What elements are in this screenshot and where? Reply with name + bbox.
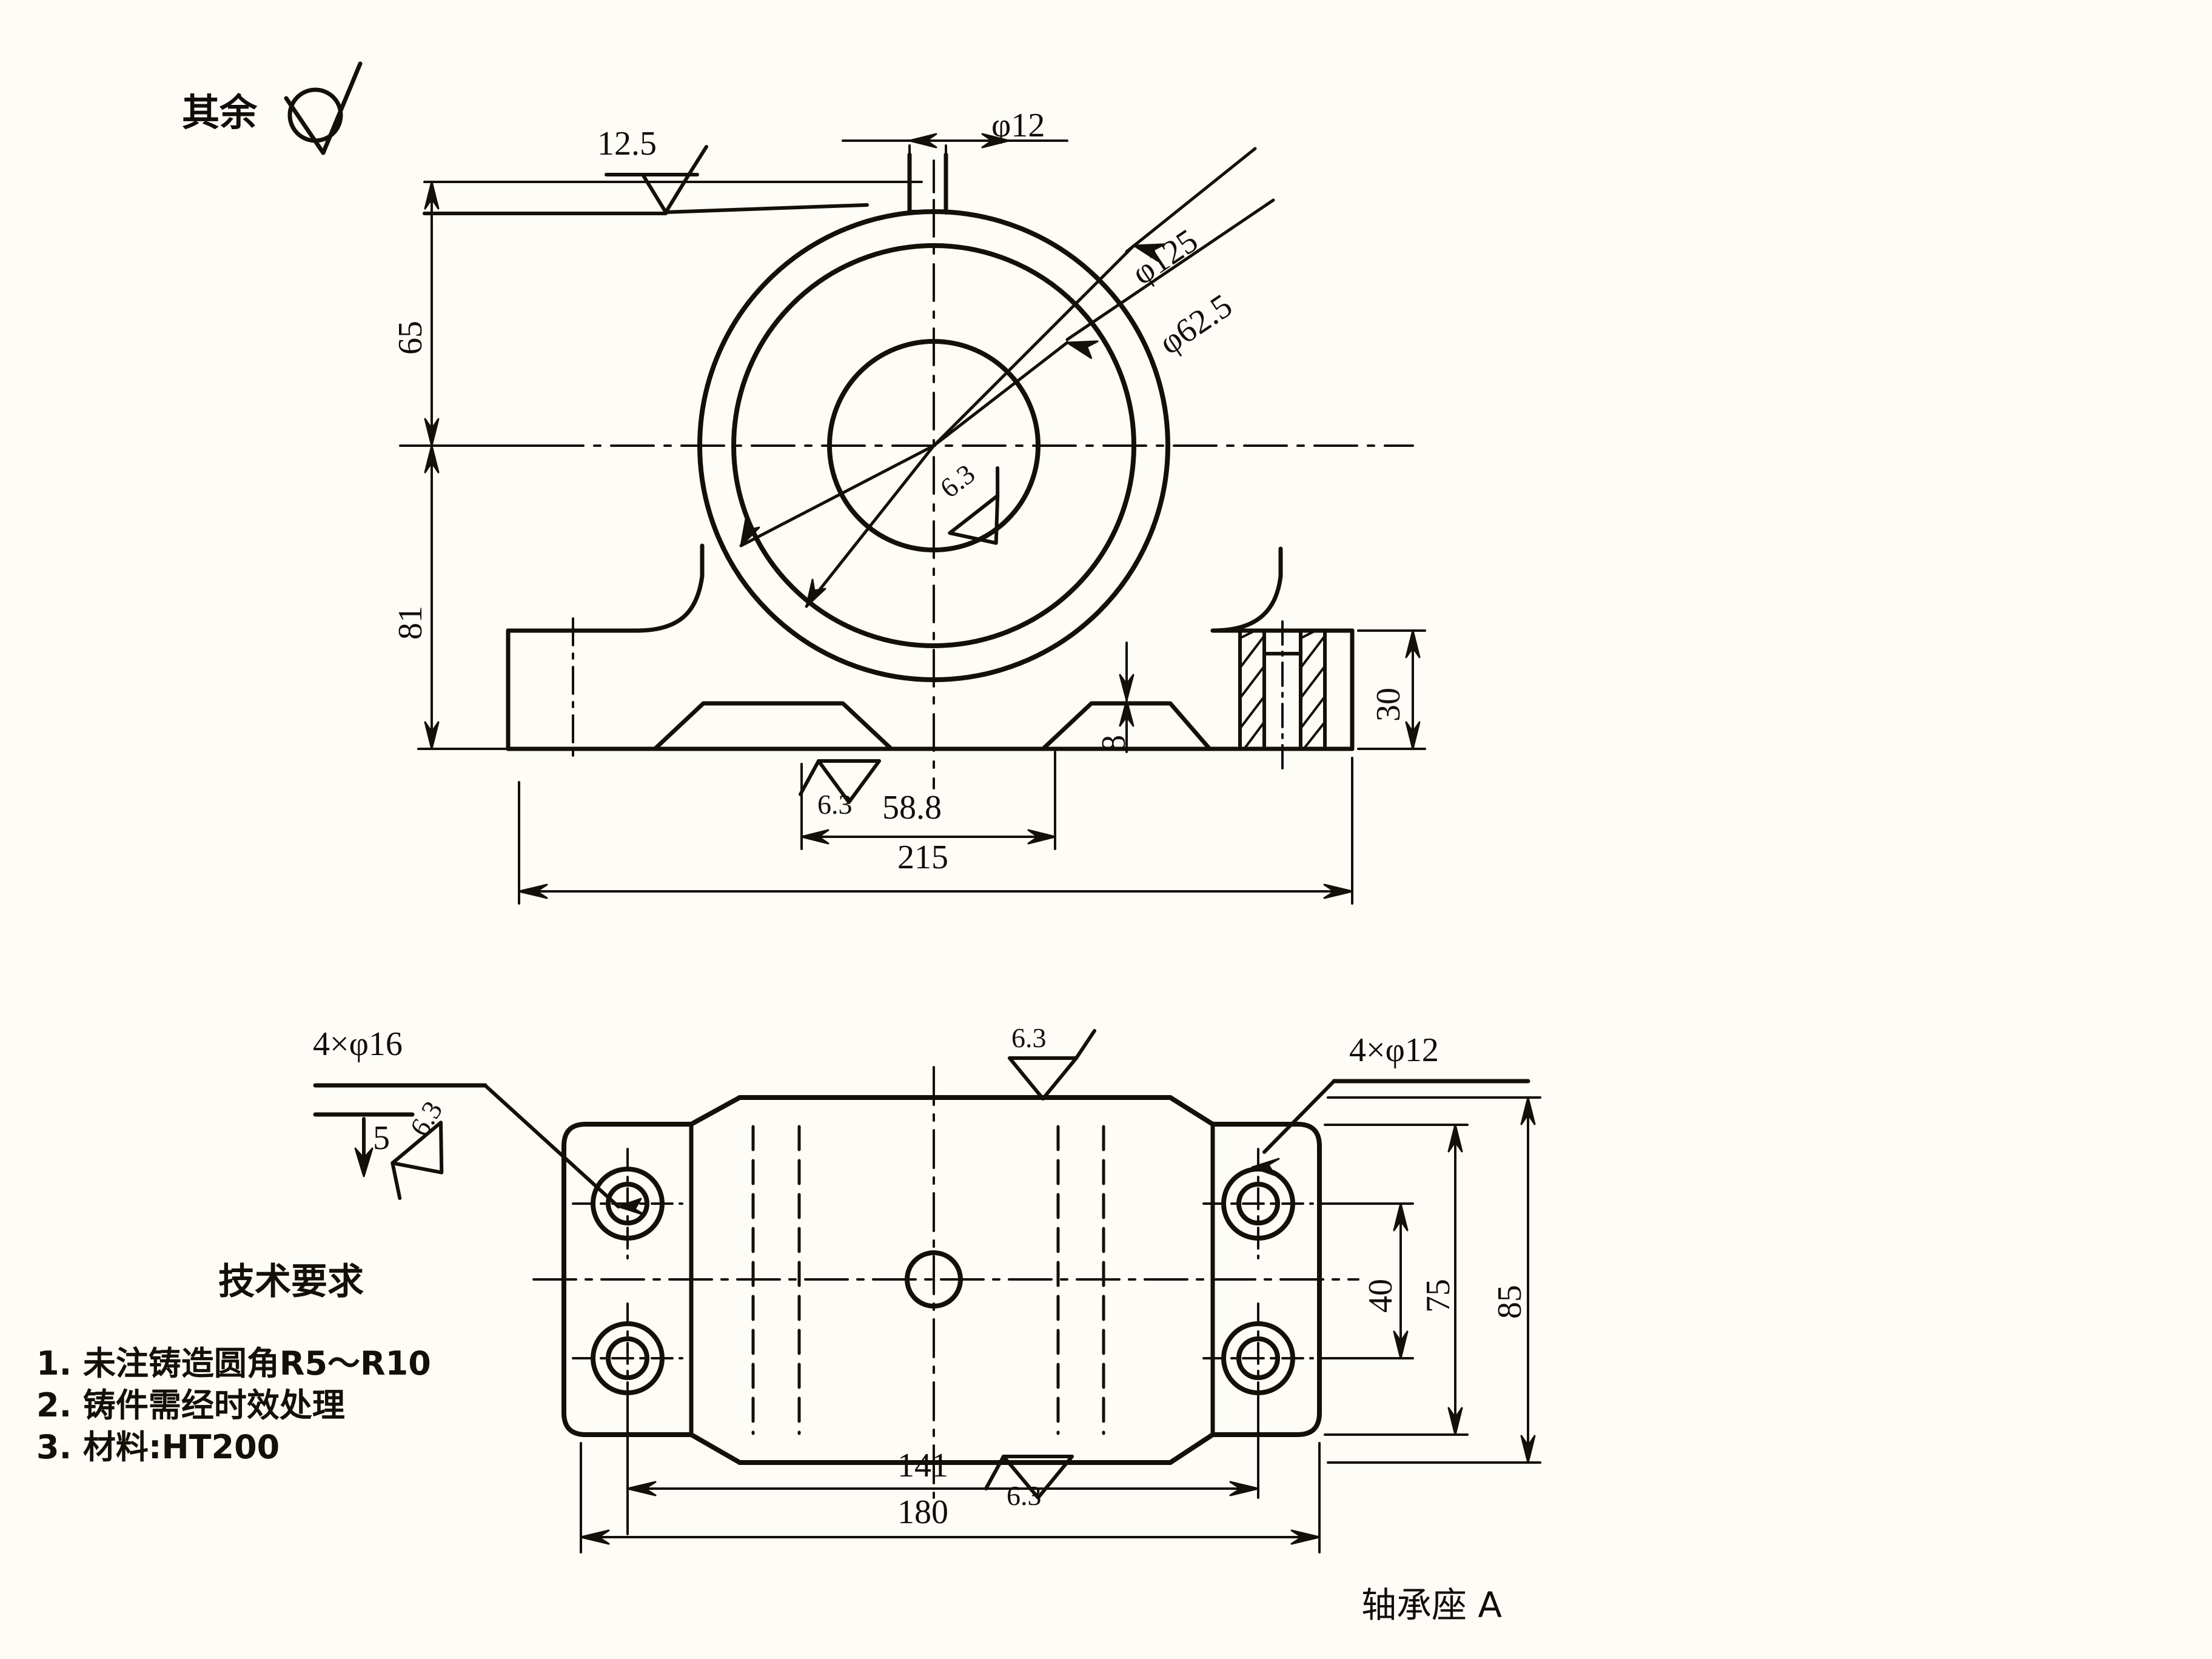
technical-requirement-item-1: 1. 未注铸造圆角R5～R10 (36, 1344, 431, 1382)
dim-58-8-label: 58.8 (882, 789, 942, 826)
surface-finish-bottom-view-label: 6.3 (1007, 1480, 1042, 1511)
callout-depth-5-label: 5 (373, 1119, 390, 1157)
dim-75-label: 75 (1419, 1279, 1457, 1313)
dim-30-label: 30 (1370, 688, 1407, 722)
technical-requirement-item-3: 3. 材料:HT200 (36, 1428, 280, 1467)
dim-180-label: 180 (897, 1493, 948, 1531)
surface-finish-base-label: 6.3 (817, 789, 853, 820)
general-finish-note: 其余 (182, 90, 258, 135)
dim-85-label: 85 (1491, 1285, 1529, 1319)
dim-215-label: 215 (897, 839, 948, 876)
dim-65-label: 65 (392, 321, 429, 355)
technical-requirement-item-2: 2. 铸件需经时效处理 (36, 1386, 345, 1425)
callout-4x-phi16-label: 4×φ16 (313, 1025, 403, 1063)
dim-8-label: 8 (1095, 735, 1133, 752)
dim-phi12-label: φ12 (991, 107, 1045, 144)
surface-finish-top-view-label: 6.3 (1011, 1022, 1047, 1053)
technical-requirements-heading: 技术要求 (218, 1261, 364, 1303)
drawing-title: 轴承座 A (1361, 1584, 1503, 1626)
dim-81-label: 81 (392, 606, 429, 640)
surface-finish-12-5-label: 12.5 (597, 125, 657, 163)
technical-requirements-block: 技术要求 1. 未注铸造圆角R5～R10 2. 铸件需经时效处理 3. 材料:H… (36, 1252, 546, 1468)
callout-4x-phi12-label: 4×φ12 (1349, 1031, 1439, 1069)
dim-40-label: 40 (1362, 1279, 1399, 1313)
dim-141-label: 141 (897, 1447, 948, 1484)
